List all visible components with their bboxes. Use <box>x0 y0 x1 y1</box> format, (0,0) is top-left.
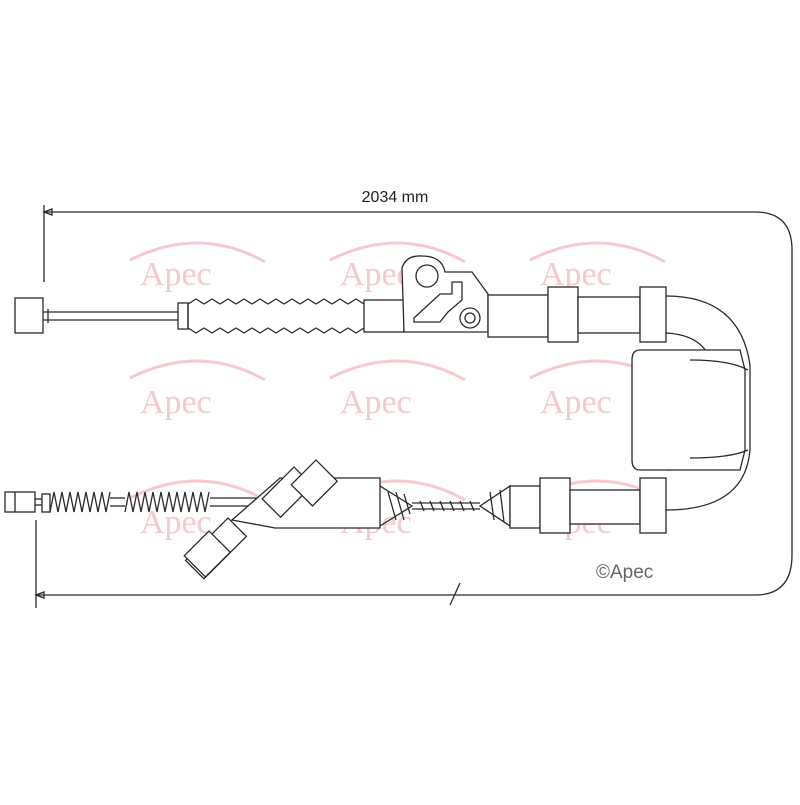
copyright-text: ©Apec <box>596 562 654 583</box>
break-mark <box>449 582 461 606</box>
length-dimension-label: 2034 mm <box>361 189 429 206</box>
lower-cable <box>4 459 667 580</box>
watermark-4: Apec <box>129 359 266 421</box>
lower-thread-1 <box>379 485 414 527</box>
lower-spring-1 <box>49 491 111 513</box>
svg-text:Apec: Apec <box>340 384 412 421</box>
watermark-1: Apec <box>129 241 266 293</box>
lower-end-fitting <box>4 491 36 513</box>
upper-bellows <box>187 298 365 334</box>
lower-spring-2 <box>124 491 210 513</box>
watermark-2: Apec <box>329 241 466 293</box>
watermark-6: Apec <box>529 359 666 421</box>
watermark-7: Apec <box>129 479 266 541</box>
svg-text:Apec: Apec <box>140 504 212 541</box>
watermark-5: Apec <box>329 359 466 421</box>
svg-text:Apec: Apec <box>540 384 612 421</box>
lower-bracket <box>230 477 381 529</box>
bend-clip <box>631 349 746 471</box>
dimension-lines <box>34 205 793 608</box>
svg-text:Apec: Apec <box>340 256 412 293</box>
upper-cable <box>14 255 667 343</box>
svg-text:Apec: Apec <box>140 256 212 293</box>
svg-text:Apec: Apec <box>140 384 212 421</box>
watermark-3: Apec <box>529 241 666 293</box>
lower-thread-2 <box>478 484 511 528</box>
u-bend <box>631 295 751 511</box>
upper-end-fitting <box>14 297 44 334</box>
